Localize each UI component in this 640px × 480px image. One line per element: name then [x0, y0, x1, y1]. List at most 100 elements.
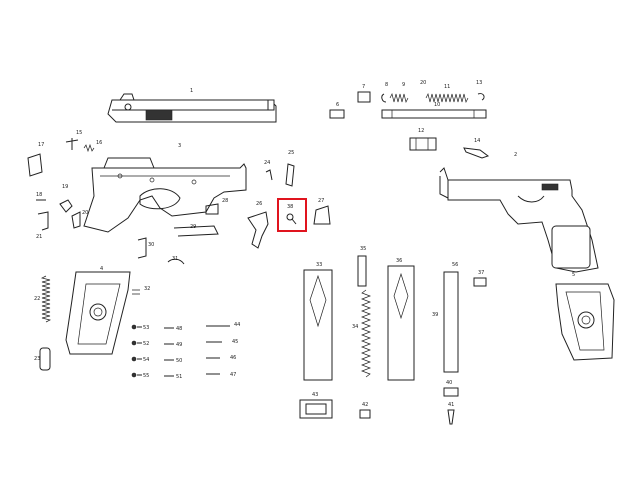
label-22: 22 [34, 296, 40, 302]
label-36: 36 [396, 258, 402, 264]
label-30: 30 [148, 242, 154, 248]
part-21 [37, 211, 49, 231]
label-4: 4 [100, 266, 103, 272]
label-18: 18 [36, 192, 42, 198]
part-28 [205, 203, 219, 215]
label-6: 6 [336, 102, 339, 108]
label-54: 54 [143, 357, 149, 363]
label-8: 8 [385, 82, 388, 88]
label-48: 48 [176, 326, 182, 332]
slide-part [107, 93, 277, 123]
floorplate-43 [299, 399, 333, 419]
part-42 [359, 409, 371, 419]
part-6 [329, 109, 345, 119]
follower-35 [357, 255, 367, 287]
part-19 [59, 199, 73, 213]
label-56: 56 [452, 262, 458, 268]
magazine-33 [303, 269, 333, 381]
label-35: 35 [360, 246, 366, 252]
label-51: 51 [176, 374, 182, 380]
part-12 [409, 137, 437, 151]
label-31: 31 [172, 256, 178, 262]
part-32 [132, 289, 140, 295]
label-33: 33 [316, 262, 322, 268]
label-53: 53 [143, 325, 149, 331]
label-14: 14 [474, 138, 480, 144]
trigger-bar-29 [173, 225, 219, 237]
magazine-spring-34 [361, 289, 371, 378]
label-5: 5 [572, 272, 575, 278]
label-37: 37 [478, 270, 484, 276]
right-grip-panel [555, 283, 615, 361]
label-52: 52 [143, 341, 149, 347]
part-37 [473, 277, 487, 287]
label-28: 28 [222, 198, 228, 204]
part-24 [265, 169, 273, 181]
label-45: 45 [232, 339, 238, 345]
label-44: 44 [234, 322, 240, 328]
label-27: 27 [318, 198, 324, 204]
part-17 [27, 153, 43, 177]
part-25 [285, 163, 295, 187]
label-25: 25 [288, 150, 294, 156]
label-40: 40 [446, 380, 452, 386]
clip-8-part [381, 93, 387, 103]
label-16: 16 [96, 140, 102, 146]
label-20: 20 [420, 80, 426, 86]
clip-13-part [477, 93, 485, 101]
magazine-body-39 [443, 271, 459, 373]
label-55: 55 [143, 373, 149, 379]
part-27 [313, 205, 331, 225]
label-17: 17 [38, 142, 44, 148]
label-50: 50 [176, 358, 182, 364]
recoil-springs [389, 92, 469, 104]
label-15: 15 [76, 130, 82, 136]
label-34: 34 [352, 324, 358, 330]
label-47: 47 [230, 372, 236, 378]
part-41 [447, 409, 455, 425]
part-15 [65, 138, 79, 150]
label-23: 23 [34, 356, 40, 362]
label-11: 11 [444, 84, 450, 90]
label-7: 7 [362, 84, 365, 90]
label-2: 2 [514, 152, 517, 158]
mainspring-22 [40, 275, 52, 323]
label-39: 39 [432, 312, 438, 318]
part-40 [443, 387, 459, 397]
part-23 [39, 347, 51, 371]
magazine-36 [387, 265, 415, 381]
label-29: 29 [190, 224, 196, 230]
part-14 [463, 147, 490, 159]
assembled-frame-part [439, 167, 599, 273]
part-7 [357, 91, 371, 103]
label-20b: 20 [82, 210, 88, 216]
label-32: 32 [144, 286, 150, 292]
part-31 [167, 258, 185, 265]
part-20 [71, 211, 81, 229]
highlighted-part-38 [277, 198, 307, 232]
barrel-part [381, 109, 487, 119]
label-49: 49 [176, 342, 182, 348]
label-1: 1 [190, 88, 193, 94]
part-30 [137, 237, 147, 259]
label-26: 26 [256, 201, 262, 207]
label-13: 13 [476, 80, 482, 86]
label-41: 41 [448, 402, 454, 408]
spring-16 [83, 143, 95, 153]
label-43: 43 [312, 392, 318, 398]
label-21: 21 [36, 234, 42, 240]
label-19: 19 [62, 184, 68, 190]
label-3: 3 [178, 143, 181, 149]
label-42: 42 [362, 402, 368, 408]
trigger-part [247, 211, 269, 249]
left-grip-panel [65, 271, 131, 355]
label-24: 24 [264, 160, 270, 166]
label-9: 9 [402, 82, 405, 88]
screw-grid [131, 324, 230, 378]
label-38: 38 [287, 204, 293, 210]
frame-part [83, 157, 247, 233]
label-12: 12 [418, 128, 424, 134]
label-10: 10 [434, 102, 440, 108]
